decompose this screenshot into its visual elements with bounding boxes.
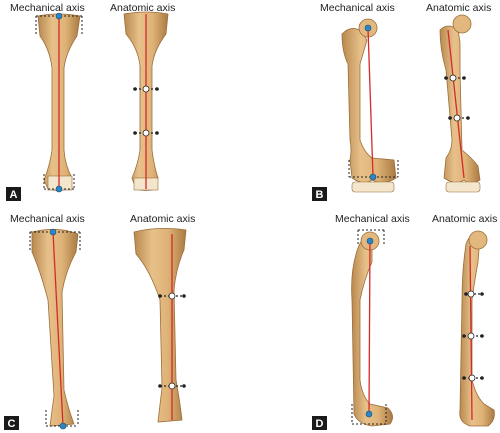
panel-c-tag-letter: C xyxy=(8,418,16,430)
panel-b-lower-right-dot xyxy=(466,116,470,120)
panel-d-anatomic-femur xyxy=(459,230,495,427)
panel-c-anatomic-tibia xyxy=(133,228,187,423)
panel-c: Mechanical axis Anatomic axis xyxy=(4,213,195,430)
panel-c-lower-midpoint xyxy=(168,382,176,390)
panel-d: Mechanical axis Anatomic axis xyxy=(312,213,497,430)
panel-c-lower-right-dot xyxy=(182,384,186,388)
panel-d-tag: D xyxy=(312,416,327,430)
panel-d-femoral-head-center xyxy=(366,237,374,245)
panel-a-tag-letter: A xyxy=(10,189,18,201)
panel-b-anatomic-femur xyxy=(439,14,481,193)
panel-c-distal-center-point xyxy=(59,422,67,430)
panel-d-lower-left-dot xyxy=(462,376,466,380)
panel-b-anatomic-tibial-plateau-shape xyxy=(445,181,481,193)
panel-c-mechanical-tibia xyxy=(29,228,81,430)
panel-a-upper-left-dot xyxy=(133,87,137,91)
panel-a-upper-right-dot xyxy=(155,87,159,91)
panel-c-anatomic-axis-label: Anatomic axis xyxy=(130,213,195,225)
panel-a-anatomic-axis-label: Anatomic axis xyxy=(110,2,175,14)
panel-d-mechanical-femur-bone xyxy=(351,237,393,427)
panel-d-knee-center xyxy=(365,410,373,418)
panel-d-tag-letter: D xyxy=(316,418,324,430)
panel-d-upper-left-dot xyxy=(464,292,468,296)
panel-a-mechanical-axis-label: Mechanical axis xyxy=(10,2,85,14)
panel-d-lower-midpoint xyxy=(468,374,476,382)
panel-d-mechanical-femur xyxy=(351,229,393,427)
panel-d-lower-right-dot xyxy=(480,376,484,380)
panel-d-anatomic-axis-label: Anatomic axis xyxy=(432,213,497,225)
panel-d-middle-left-dot xyxy=(462,334,466,338)
panel-a: Mechanical axis Anatomic axis xyxy=(6,2,175,201)
panel-b-tibial-plateau-shape xyxy=(351,181,395,193)
panel-c-lower-left-dot xyxy=(158,384,162,388)
panel-c-upper-midpoint xyxy=(168,292,176,300)
panel-b-lower-left-dot xyxy=(448,116,452,120)
panel-c-upper-left-dot xyxy=(158,294,162,298)
panel-b-anatomic-femur-bone xyxy=(439,25,481,184)
panel-a-mechanical-tibia xyxy=(35,12,83,193)
panel-a-upper-midpoint xyxy=(142,85,150,93)
panel-a-distal-center-point xyxy=(55,185,63,193)
panel-b-anatomic-axis-label: Anatomic axis xyxy=(426,2,491,14)
panel-c-upper-right-dot xyxy=(182,294,186,298)
panel-b-mechanical-femur xyxy=(341,18,399,193)
panel-a-proximal-center-point xyxy=(55,12,63,20)
panel-c-mechanical-axis-label: Mechanical axis xyxy=(10,213,85,225)
panel-a-lower-midpoint xyxy=(142,129,150,137)
panel-c-anatomic-tibia-bone xyxy=(133,228,187,423)
panel-b-mechanical-axis-label: Mechanical axis xyxy=(320,2,395,14)
panel-d-middle-midpoint xyxy=(467,332,475,340)
panel-b-tag-letter: B xyxy=(316,189,324,201)
panel-d-anatomic-femoral-head xyxy=(468,230,488,250)
panel-a-tag: A xyxy=(6,187,21,201)
panel-c-mechanical-axis-line xyxy=(52,231,64,427)
panel-b-femoral-head-center xyxy=(364,24,372,32)
panel-c-proximal-center-point xyxy=(49,228,57,236)
panel-c-tag: C xyxy=(4,416,19,430)
panel-b-upper-left-dot xyxy=(444,76,448,80)
panel-b-knee-center xyxy=(369,173,377,181)
panel-b-tag: B xyxy=(312,187,327,201)
panel-b-anatomic-femoral-head xyxy=(452,14,472,34)
panel-b-upper-right-dot xyxy=(462,76,466,80)
panel-d-mechanical-axis-line xyxy=(368,240,371,415)
panel-d-anatomic-femur-bone xyxy=(459,234,495,427)
panel-a-anatomic-tibia xyxy=(123,11,169,191)
panel-d-upper-right-dot xyxy=(480,292,484,296)
panel-c-mechanical-tibia-bone xyxy=(31,229,79,427)
panel-b-upper-midpoint xyxy=(449,74,457,82)
panel-d-mechanical-axis-label: Mechanical axis xyxy=(335,213,410,225)
panel-b-anatomic-axis-line xyxy=(447,29,465,179)
panel-d-middle-right-dot xyxy=(480,334,484,338)
panel-b-lower-midpoint xyxy=(453,114,461,122)
panel-a-lower-left-dot xyxy=(133,131,137,135)
panel-b-mechanical-femur-bone xyxy=(341,28,397,183)
panel-d-upper-midpoint xyxy=(467,290,475,298)
panel-b-mechanical-axis-line xyxy=(367,27,374,178)
panel-a-lower-right-dot xyxy=(155,131,159,135)
panel-b: Mechanical axis Anatomic axis xyxy=(312,2,491,201)
